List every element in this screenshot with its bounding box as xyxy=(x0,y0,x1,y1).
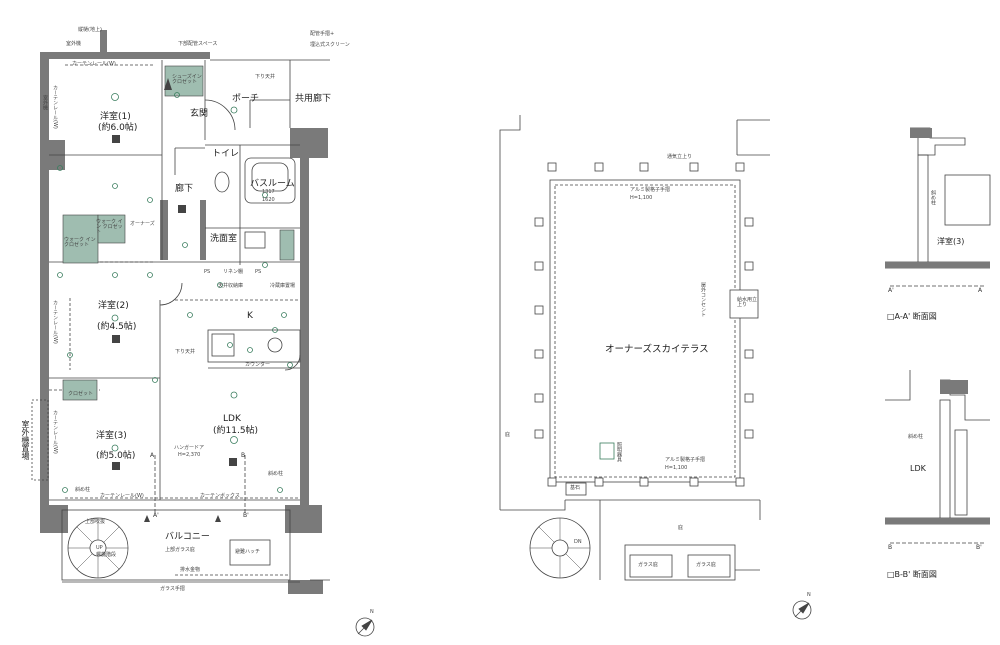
label-bath-size: 1317 xyxy=(262,189,275,195)
north-arrow-icon: N xyxy=(370,609,374,615)
label-genkan: 玄関 xyxy=(190,109,209,119)
terrace-title: オーナーズスカイテラス xyxy=(605,344,709,355)
label-glass-eave-1: ガラス庇 xyxy=(638,562,658,568)
label-linen: リネン棚 xyxy=(223,269,244,275)
label-bb-right: B' xyxy=(976,544,982,551)
label-kitchen: K xyxy=(247,311,253,321)
label-aa-right: A xyxy=(978,287,983,294)
label-toilet: トイレ xyxy=(212,149,240,159)
label-walkin1: ウォーク イン クロゼット xyxy=(96,219,123,235)
label-spiral: 螺旋階段 xyxy=(96,552,117,558)
label-shoe-closet: シューズイン クロゼット xyxy=(172,74,202,85)
label-curtain-box: カーテンボックス xyxy=(200,493,240,499)
label-ps1: PS xyxy=(204,269,211,275)
label-gutter: 縦樋(地上) xyxy=(78,27,102,33)
label-upper-blowout: 上部吹抜 xyxy=(85,519,106,525)
label-hisashi-left: 庇 xyxy=(505,432,511,438)
label-aa-post: 斜め柱 xyxy=(930,190,936,205)
label-hallway: 廊下 xyxy=(175,184,194,194)
north-arrow-symbols xyxy=(355,600,812,637)
label-closet: クロゼット xyxy=(68,391,94,397)
room1-area: (約6.0帖) xyxy=(98,123,138,133)
label-bb-post: 斜め柱 xyxy=(908,434,924,440)
label-upper-glass: 上部ガラス庇 xyxy=(165,547,195,553)
label-washroom: 洗面室 xyxy=(210,234,238,244)
label-supply: 給水用立上り xyxy=(737,297,758,308)
label-drain: 排水金物 xyxy=(180,567,201,573)
label-section-a: A xyxy=(150,452,155,459)
label-curtain-rail-bottom: カーテンレール(W) xyxy=(100,493,144,499)
label-base: 基石 xyxy=(570,485,581,491)
label-screen: 埋込式スクリーン xyxy=(310,42,350,48)
label-dn: DN xyxy=(574,539,582,545)
label-aa-room: 洋室(3) xyxy=(937,237,965,246)
label-side-curtain2: カーテンレール(W) xyxy=(52,300,58,344)
label-side-curtain1: カーテンレール(W) xyxy=(52,85,58,129)
north-arrow-icon-2: N xyxy=(807,592,811,598)
room2-area: (約4.5帖) xyxy=(97,322,137,332)
label-aa-left: A' xyxy=(888,287,894,294)
label-curtain-rail-top: カーテンレール(W) xyxy=(72,61,116,67)
label-bath-size2: 1620 xyxy=(262,197,275,203)
label-bathroom: バスルーム xyxy=(250,179,295,189)
label-rail-top-height: H=1,100 xyxy=(630,195,653,201)
label-up: UP xyxy=(96,545,103,551)
label-emergency: 避難ハッチ xyxy=(235,549,261,555)
section-lines xyxy=(885,127,991,544)
label-rail-bottom: アルミ製格子手摺 xyxy=(665,457,705,463)
label-down-beam: 下り天井 xyxy=(255,74,276,80)
ldk-name: LDK xyxy=(223,414,241,424)
label-rail-bottom-height: H=1,100 xyxy=(665,465,688,471)
label-beam-post: 斜め柱 xyxy=(268,471,284,477)
room1-name: 洋室(1) xyxy=(100,112,131,122)
label-hanger-door: ハンガードア xyxy=(174,445,205,451)
terrace-lines xyxy=(499,115,770,581)
label-hisashi-bottom: 庇 xyxy=(678,525,684,531)
label-pipe-rail: 配管手摺+ xyxy=(310,31,335,37)
label-bb-room: LDK xyxy=(910,464,926,473)
label-glass-eave-2: ガラス庇 xyxy=(696,562,716,568)
fixture-symbols xyxy=(57,92,293,493)
label-pipe-space: 下部配管スペース xyxy=(178,41,218,47)
label-common-corridor: 共用廊下 xyxy=(295,94,332,104)
label-vent: 通気立上り xyxy=(667,154,693,160)
label-beam-post-left: 斜め柱 xyxy=(75,487,91,493)
label-bb-left: B xyxy=(888,544,893,551)
label-section-a2: A' xyxy=(153,512,159,519)
label-owners-small: オーナーズ xyxy=(130,221,155,227)
label-porch: ポーチ xyxy=(232,94,260,104)
label-counter: カウンター xyxy=(245,362,271,368)
room3-name: 洋室(3) xyxy=(96,431,127,441)
room3-area: (約5.0帖) xyxy=(96,451,136,461)
room2-name: 洋室(2) xyxy=(98,301,129,311)
label-outdoor-unit-top: 室外機 xyxy=(66,41,82,47)
label-balcony: バルコニー xyxy=(165,532,210,542)
label-rail-top: アルミ製格子手摺 xyxy=(630,187,670,193)
label-walkin2: ウォーク イン クロゼット xyxy=(64,237,96,248)
label-section-b2: B' xyxy=(243,512,249,519)
label-section-b: B xyxy=(241,452,246,459)
label-outdoor-unit-space: 室外機置場 xyxy=(21,420,30,460)
closet-fills xyxy=(62,65,295,401)
unit-walls xyxy=(40,30,328,594)
label-down-beam-2: 下り天井 xyxy=(175,349,196,355)
label-outlet: 屋外コンセント xyxy=(700,282,706,317)
caption-aa-section: □A-A' 断面図 xyxy=(887,312,937,321)
label-fridge: 冷蔵庫置場 xyxy=(270,283,296,289)
label-glass-rail: ガラス手摺 xyxy=(160,586,185,592)
label-ps2: PS xyxy=(255,269,262,275)
label-side-outdoor: 室外機 xyxy=(42,95,48,110)
label-light: 照明器具 xyxy=(616,442,622,462)
ldk-area: (約11.5帖) xyxy=(213,426,259,436)
label-hanger-height: H=2,370 xyxy=(178,452,201,458)
label-storage: 天井収納庫 xyxy=(218,283,244,289)
caption-bb-section: □B-B' 断面図 xyxy=(887,570,937,579)
label-side-curtain3: カーテンレール(W) xyxy=(52,410,58,454)
